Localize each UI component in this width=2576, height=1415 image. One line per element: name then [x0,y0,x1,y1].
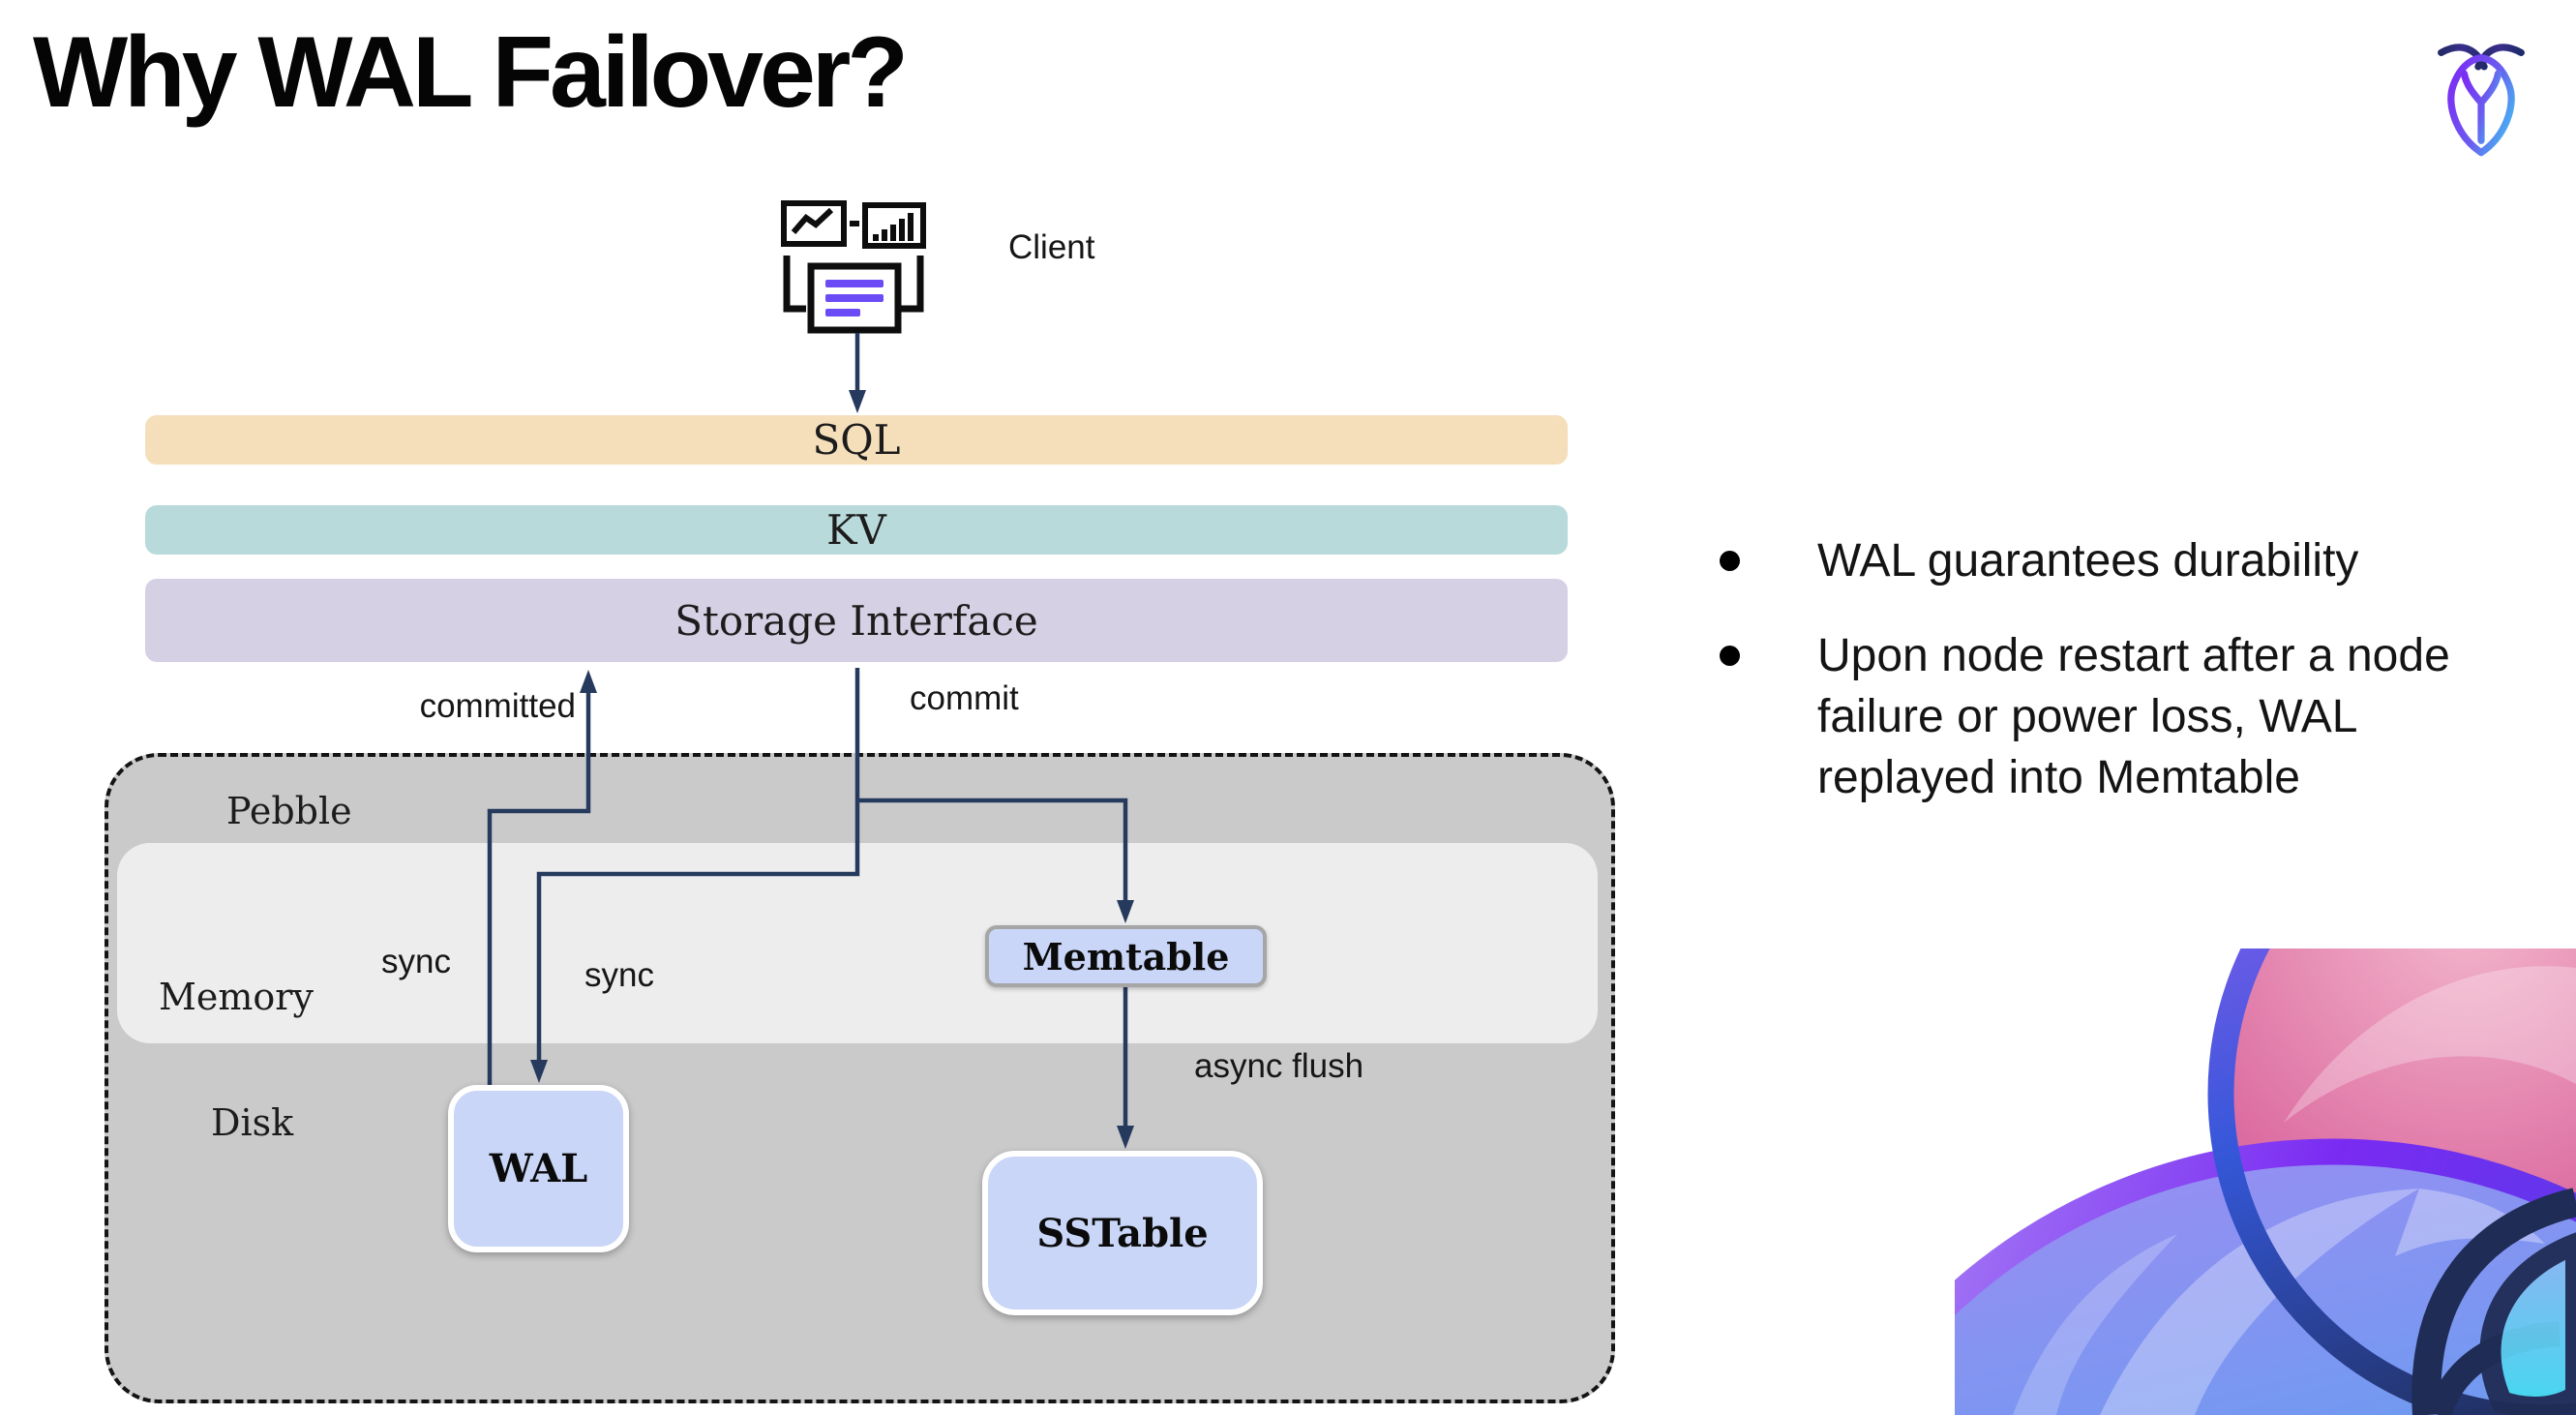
committed-edge-label: committed [419,687,576,725]
async-flush-edge-label: async flush [1194,1047,1364,1085]
bullet-text: Upon node restart after a node failure o… [1817,630,2450,803]
cockroach-brand-art [1955,948,2576,1415]
sql-layer-label: SQL [812,416,901,464]
list-item: WAL guarantees durability [1713,530,2535,591]
client-devices-icon [780,196,927,335]
storage-interface-layer-bar: Storage Interface [145,579,1568,662]
kv-layer-bar: KV [145,505,1568,555]
kv-layer-label: KV [826,506,886,554]
sql-layer-bar: SQL [145,415,1568,465]
bullet-dot-icon [1720,551,1740,571]
memtable-node-label: Memtable [1022,934,1230,978]
memory-region-label: Memory [159,976,314,1018]
memory-band [117,843,1598,1043]
disk-region-label: Disk [211,1101,294,1144]
wal-node: WAL [448,1085,629,1252]
list-item: Upon node restart after a node failure o… [1713,625,2535,808]
commit-edge-label: commit [910,679,1019,717]
storage-interface-layer-label: Storage Interface [674,596,1038,645]
sync-right-edge-label: sync [584,956,654,994]
wal-node-label: WAL [489,1146,588,1191]
page-title: Why WAL Failover? [33,16,909,129]
memtable-node: Memtable [985,925,1267,987]
client-label: Client [1008,228,1095,266]
sstable-node: SSTable [982,1151,1263,1315]
sstable-node-label: SSTable [1036,1210,1209,1256]
pebble-label: Pebble [226,790,352,832]
sync-left-edge-label: sync [381,943,451,980]
bullet-text: WAL guarantees durability [1817,535,2359,587]
cockroach-logo-icon [2431,41,2531,163]
bullet-list: WAL guarantees durability Upon node rest… [1713,530,2535,808]
bullet-dot-icon [1720,646,1740,666]
